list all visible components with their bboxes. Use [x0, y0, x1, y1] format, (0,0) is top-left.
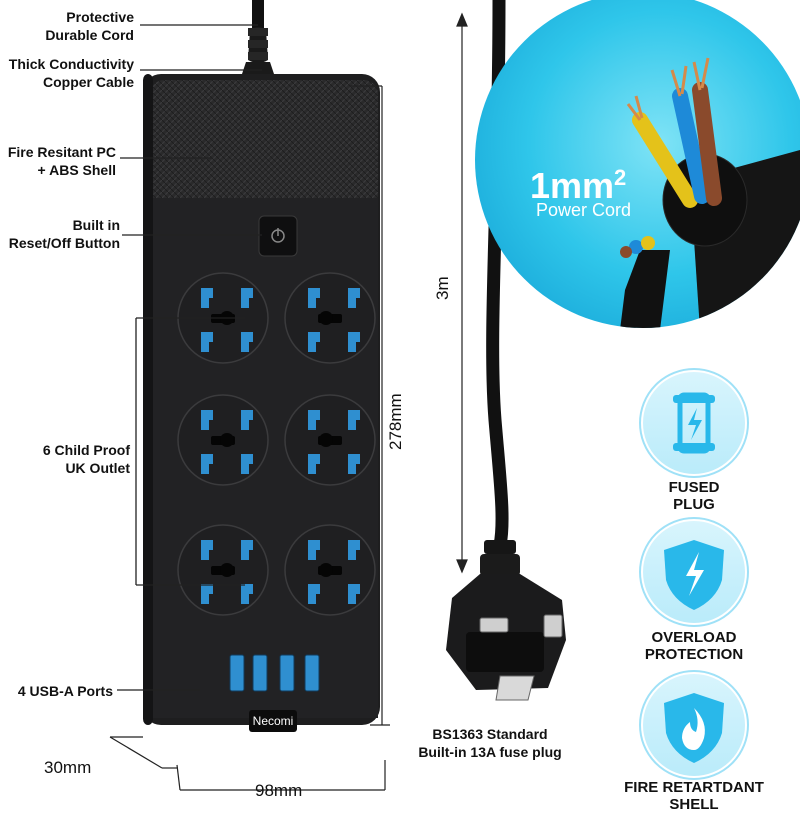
feature-label-fused-plug: FUSED PLUG	[668, 479, 720, 513]
dimension-cord-length: 3m	[433, 276, 452, 300]
brand-badge	[249, 710, 297, 732]
usb-ports	[229, 654, 320, 692]
callout-copper-cable: Thick Conductivity Copper Cable	[8, 56, 134, 90]
callout-leaders	[117, 24, 262, 691]
dimension-lines	[109, 85, 390, 791]
callout-usb-ports: 4 USB-A Ports	[17, 683, 113, 699]
reset-button-illustration	[258, 215, 298, 257]
uk-outlet	[284, 272, 376, 364]
dimension-height: 278mm	[386, 393, 405, 450]
power-cord-label: Power Cord	[536, 200, 632, 220]
uk-outlet	[177, 394, 269, 486]
dimension-depth: 30mm	[44, 758, 92, 777]
fuse-icon	[637, 366, 751, 480]
uk-outlet	[177, 524, 269, 616]
callout-fire-resistant-shell: Fire Resitant PC + ABS Shell	[7, 144, 116, 178]
cable-cross-section	[475, 0, 800, 328]
brand-label: Necomi	[252, 714, 294, 728]
callout-protective-cord: Protective Durable Cord	[45, 9, 134, 43]
cord-length-arrow	[456, 12, 468, 574]
uk-plug	[446, 574, 566, 701]
uk-outlet	[284, 524, 376, 616]
callout-reset-button: Built in Reset/Off Button	[8, 217, 120, 251]
power-cord-size: 1mm2	[530, 165, 627, 206]
plug-caption: BS1363 Standard Built-in 13A fuse plug	[418, 726, 562, 760]
top-cord	[240, 0, 276, 80]
shield-lightning-icon	[637, 515, 751, 629]
callout-child-proof-outlets: 6 Child Proof UK Outlet	[42, 442, 130, 476]
shield-flame-icon	[637, 668, 751, 782]
feature-label-fire-retardant-shell: FIRE RETARTDANT SHELL	[624, 779, 764, 813]
feature-label-overload-protection: OVERLOAD PROTECTION	[644, 629, 744, 663]
dimension-width: 98mm	[255, 781, 303, 800]
uk-outlet	[284, 394, 376, 486]
